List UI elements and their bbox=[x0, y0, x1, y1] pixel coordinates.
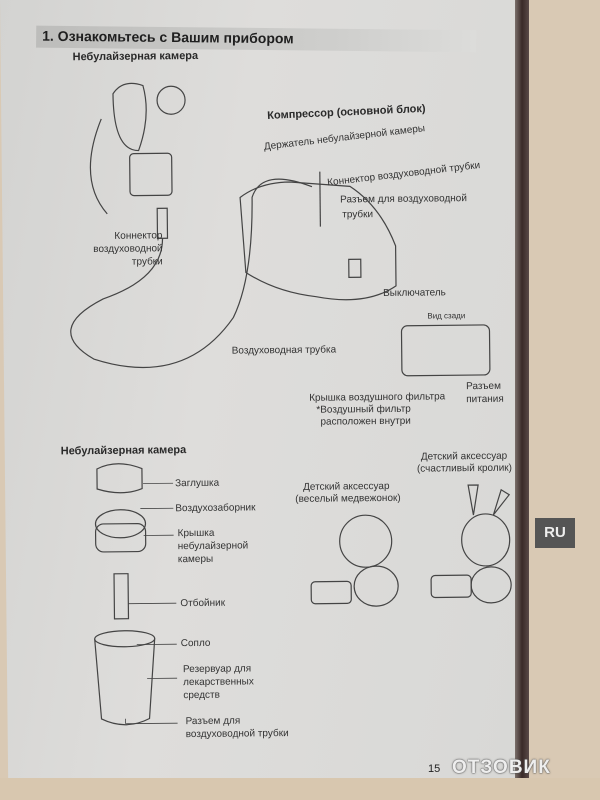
reservoir-drawing bbox=[94, 638, 156, 726]
table-surface-bottom bbox=[0, 778, 600, 800]
label-filter-note-2: расположен внутри bbox=[320, 415, 411, 428]
mask-drawing bbox=[112, 82, 147, 152]
label-power-2: питания bbox=[466, 393, 504, 406]
part-lid-3: камеры bbox=[177, 553, 214, 566]
part-nozzle: Сопло bbox=[180, 637, 211, 650]
part-reservoir-1: Резервуар для bbox=[182, 663, 252, 676]
switch-drawing bbox=[348, 258, 362, 278]
bear-accessory-drawing bbox=[339, 514, 393, 568]
label-socket-line2: трубки bbox=[342, 209, 374, 221]
label-power-1: Разъем bbox=[466, 380, 501, 393]
label-switch: Выключатель bbox=[383, 287, 446, 300]
part-baffle: Отбойник bbox=[180, 597, 226, 610]
part-cap: Заглушка bbox=[175, 477, 220, 490]
lid-drawing bbox=[94, 522, 147, 553]
rabbit-label-2: (счастливый кролик) bbox=[416, 462, 513, 475]
rabbit-accessory-drawing bbox=[461, 513, 511, 567]
part-lid-2: небулайзерной bbox=[177, 540, 249, 553]
rear-view-drawing bbox=[400, 324, 491, 377]
chamber-drawing bbox=[129, 152, 173, 197]
language-tab: RU bbox=[535, 518, 575, 548]
device-illustration bbox=[70, 82, 512, 726]
part-lid-1: Крышка bbox=[177, 527, 215, 540]
label-socket-line1: Разъем для воздуховодной bbox=[340, 193, 467, 206]
page-number: 15 bbox=[428, 763, 441, 775]
rabbit-label-1: Детский аксессуар bbox=[420, 450, 508, 463]
page-edge bbox=[515, 0, 529, 800]
part-reservoir-2: лекарственных bbox=[183, 676, 254, 689]
part-reservoir-3: средств bbox=[183, 689, 220, 702]
baffle-drawing bbox=[113, 573, 130, 620]
compressor-drawing bbox=[239, 181, 397, 301]
watermark-logo: ОТЗОВИК bbox=[452, 757, 551, 778]
label-filter-note-1: *Воздушный фильтр bbox=[316, 403, 411, 416]
tube-drawing bbox=[70, 178, 313, 369]
label-connector-left-2: воздуховодной bbox=[93, 243, 163, 256]
part-tube-socket-1: Разъем для bbox=[185, 715, 241, 728]
cap-drawing bbox=[96, 463, 143, 494]
part-air-intake: Воздухозаборник bbox=[175, 502, 256, 515]
label-rear-view: Вид сзади bbox=[427, 311, 466, 321]
label-filter-cover: Крышка воздушного фильтра bbox=[309, 391, 446, 404]
bear-label-1: Детский аксессуар bbox=[303, 480, 390, 493]
manual-page: 1. Ознакомьтесь с Вашим прибором Небулай… bbox=[0, 0, 529, 790]
bear-on-chamber-drawing bbox=[156, 85, 186, 115]
label-connector-left-3: трубки bbox=[131, 256, 163, 268]
part-tube-socket-2: воздуховодной трубки bbox=[185, 728, 289, 741]
label-tube: Воздуховодная трубка bbox=[231, 344, 337, 357]
nebulizer-heading-bottom: Небулайзерная камера bbox=[60, 444, 187, 458]
bear-label-2: (веселый медвежонок) bbox=[295, 492, 401, 505]
label-connector-left-1: Коннектор bbox=[114, 230, 163, 242]
